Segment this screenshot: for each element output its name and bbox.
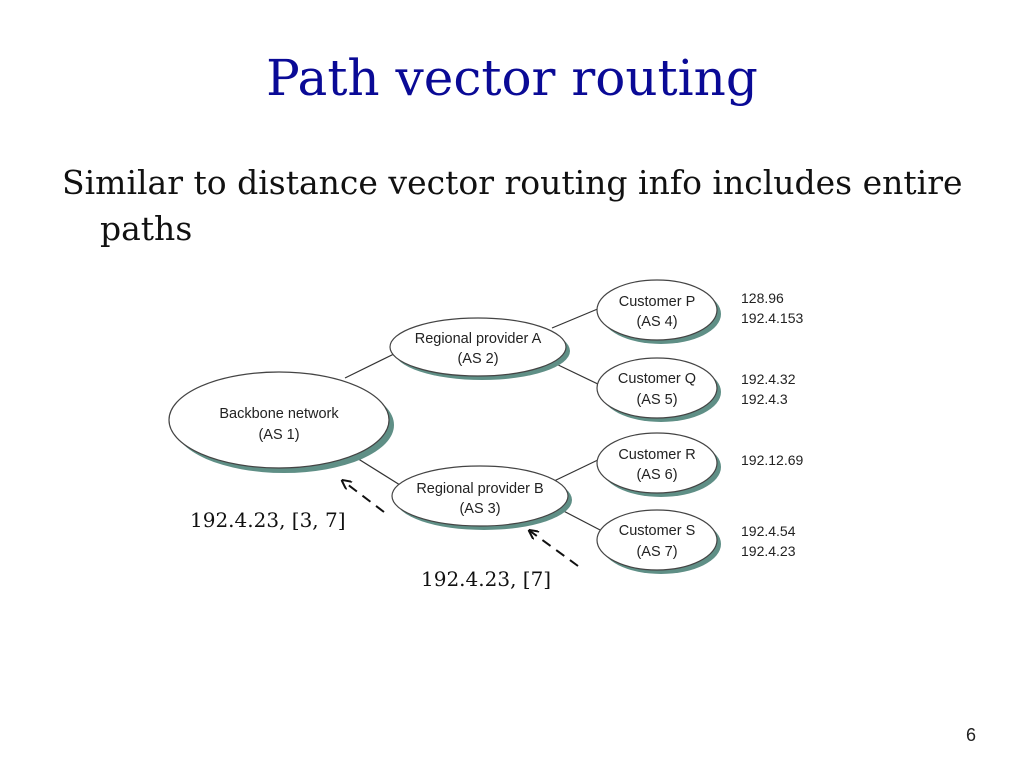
node-customer-s-as: (AS 7) <box>636 544 677 560</box>
node-customer-s-label: Customer S <box>619 523 696 539</box>
customer-s-address-2: 192.4.23 <box>741 543 796 559</box>
node-regional-b: Regional provider B (AS 3) <box>391 465 572 530</box>
node-customer-p: Customer P (AS 4) <box>596 279 721 344</box>
annotation-regional-b-advert: 192.4.23, [7] <box>421 567 551 591</box>
node-customer-p-as: (AS 4) <box>636 314 677 330</box>
link-backbone-regional-b <box>351 454 401 486</box>
customer-p-address-2: 192.4.153 <box>741 310 803 326</box>
links <box>344 307 603 532</box>
node-backbone-shape <box>168 371 390 469</box>
page-number: 6 <box>965 725 976 745</box>
node-backbone-label: Backbone network <box>219 406 339 422</box>
node-customer-r-as: (AS 6) <box>636 467 677 483</box>
customer-r-address-1: 192.12.69 <box>741 452 803 468</box>
node-regional-b-shape <box>391 465 569 527</box>
link-regional-a-customer-p <box>551 307 601 329</box>
node-backbone-as: (AS 1) <box>258 427 299 443</box>
link-regional-a-customer-q <box>551 361 603 387</box>
customer-q-address-1: 192.4.32 <box>741 371 796 387</box>
node-customer-q: Customer Q (AS 5) <box>596 357 721 422</box>
arrow-to-backbone <box>343 481 385 513</box>
node-customer-q-label: Customer Q <box>618 371 696 387</box>
node-backbone: Backbone network (AS 1) <box>168 371 394 473</box>
slide-title: Path vector routing <box>266 49 758 107</box>
node-regional-b-as: (AS 3) <box>459 501 500 517</box>
node-regional-b-label: Regional provider B <box>416 481 543 497</box>
customer-s-address-1: 192.4.54 <box>741 523 796 539</box>
address-prefixes: 128.96 192.4.153 192.4.32 192.4.3 192.12… <box>741 290 803 559</box>
customer-p-address-1: 128.96 <box>741 290 784 306</box>
node-customer-r: Customer R (AS 6) <box>596 432 721 497</box>
node-customer-s: Customer S (AS 7) <box>596 509 721 574</box>
node-customer-p-label: Customer P <box>619 294 696 310</box>
link-backbone-regional-a <box>344 351 399 379</box>
node-regional-a: Regional provider A (AS 2) <box>389 317 570 380</box>
node-customer-s-shape <box>596 509 718 571</box>
advertisement-arrows <box>343 481 579 567</box>
node-customer-p-shape <box>596 279 718 341</box>
node-regional-a-label: Regional provider A <box>415 331 542 347</box>
link-regional-b-customer-r <box>551 457 603 483</box>
arrow-to-regional-b <box>530 531 579 567</box>
node-regional-a-as: (AS 2) <box>457 351 498 367</box>
node-customer-r-label: Customer R <box>618 447 695 463</box>
node-customer-r-shape <box>596 432 718 494</box>
bullet-text: Similar to distance vector routing info … <box>62 163 963 248</box>
node-customer-q-as: (AS 5) <box>636 392 677 408</box>
node-regional-a-shape <box>389 317 567 377</box>
customer-q-address-2: 192.4.3 <box>741 391 788 407</box>
annotation-backbone-advert: 192.4.23, [3, 7] <box>190 508 346 532</box>
node-customer-q-shape <box>596 357 718 419</box>
